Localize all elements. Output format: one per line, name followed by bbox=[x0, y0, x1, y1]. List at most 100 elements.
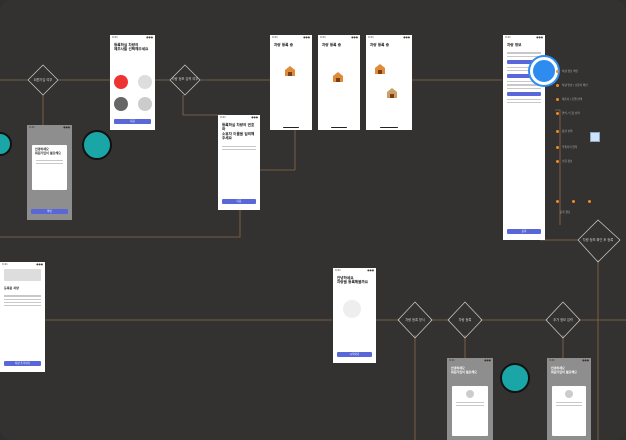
decision-d5 bbox=[545, 301, 581, 339]
screen-car-list: 9:41●●● 등록된 차량 차량 추가하기 bbox=[0, 262, 45, 372]
section-chip bbox=[507, 59, 541, 64]
section-chip bbox=[507, 91, 541, 96]
title-line: 등록하실 차량의 bbox=[114, 43, 139, 47]
house-icon bbox=[387, 88, 397, 98]
status-bar: 9:41●●● bbox=[220, 116, 258, 119]
status-bar: 9:41●●● bbox=[368, 36, 410, 39]
screen-scan-3: 9:41●●● 차량 등록 중 bbox=[366, 35, 412, 130]
status-bar: 9:41●●● bbox=[320, 36, 358, 39]
decision-label: 차량 등록 방식 bbox=[405, 317, 425, 322]
status-bar: 9:41●●● bbox=[29, 126, 70, 129]
illustration bbox=[343, 300, 361, 318]
register-button[interactable]: 등록 bbox=[507, 229, 541, 234]
input-field[interactable] bbox=[222, 145, 256, 147]
decision-label: 추가 정보 입력 bbox=[553, 317, 573, 322]
status-bar: 9:41●●● bbox=[505, 36, 543, 39]
detail-row bbox=[507, 81, 541, 83]
next-button[interactable]: 다음 bbox=[222, 199, 256, 204]
title-line: 회원가입이 필요해요 bbox=[551, 370, 577, 375]
note-dot bbox=[556, 160, 559, 163]
note-text: 옵션 선택 bbox=[562, 130, 573, 133]
note-dot bbox=[556, 200, 559, 203]
title-line: 안녕하세요 bbox=[551, 366, 565, 370]
screen-title: 차량 등록 중 bbox=[274, 43, 294, 47]
title-line: 회원가입이 필요해요 bbox=[35, 151, 61, 156]
detail-row bbox=[507, 87, 541, 89]
status-bar: 9:41●●● bbox=[549, 359, 589, 362]
modal-text bbox=[556, 402, 582, 404]
list-item[interactable] bbox=[4, 301, 41, 303]
add-car-button[interactable]: 차량 추가하기 bbox=[4, 361, 41, 366]
note-text: 차량 번호 / 소유자 확인 bbox=[562, 84, 588, 87]
decision-label: 회원가입 여부 bbox=[34, 77, 53, 82]
decision-label: 차량 정보 입력 여부 bbox=[172, 76, 199, 81]
modal-card bbox=[552, 386, 586, 436]
status-bar: 9:41●●● bbox=[112, 36, 153, 39]
title-line: 소유자 이름을 입력해주세요 bbox=[222, 131, 255, 141]
note-dot bbox=[556, 84, 559, 87]
decision-d1 bbox=[27, 64, 59, 96]
note-text: 보험 정보 bbox=[562, 160, 573, 163]
note-dot bbox=[556, 146, 559, 149]
list-item[interactable] bbox=[4, 304, 41, 307]
title-line: 제조사를 선택해주세요 bbox=[114, 47, 149, 52]
next-button[interactable]: 다음 bbox=[114, 119, 151, 124]
status-bar: 9:41●●● bbox=[2, 263, 43, 266]
detail-row bbox=[507, 52, 541, 54]
brand-logo[interactable] bbox=[138, 97, 152, 111]
screen-title: 차량 정보 bbox=[507, 43, 522, 47]
note-dot bbox=[556, 130, 559, 133]
section-chip bbox=[507, 74, 541, 79]
note-text: 등록 완료 bbox=[560, 211, 571, 214]
decision-d2 bbox=[169, 64, 201, 96]
decision-d4 bbox=[447, 301, 483, 339]
status-bar: 9:41●●● bbox=[272, 36, 310, 39]
brand-logo[interactable] bbox=[114, 97, 128, 111]
input-field[interactable] bbox=[222, 148, 256, 150]
modal-text bbox=[36, 163, 63, 165]
detail-row bbox=[507, 66, 541, 68]
detail-row bbox=[507, 69, 541, 72]
title-line: 안녕하세요 bbox=[35, 147, 49, 151]
start-button[interactable]: 시작하기 bbox=[337, 352, 372, 357]
decision-label: 차량 등록 bbox=[459, 317, 472, 322]
brand-logo[interactable] bbox=[138, 75, 152, 89]
note-dot bbox=[588, 200, 591, 203]
title-line: 차량을 등록해볼까요 bbox=[337, 280, 369, 285]
screen-title: 차량 등록 중 bbox=[370, 43, 390, 47]
title-line: 안녕하세요 bbox=[451, 366, 465, 370]
list-item[interactable] bbox=[4, 298, 41, 300]
list-item[interactable] bbox=[4, 295, 41, 297]
status-bar: 9:41●●● bbox=[449, 359, 491, 362]
status-bar: 9:41●●● bbox=[335, 269, 374, 272]
avatar bbox=[466, 390, 474, 398]
screen-detail: 9:41●●● 차량 정보 등록 bbox=[503, 35, 545, 240]
note-text: 제조사 / 모델 선택 bbox=[562, 98, 583, 101]
home-indicator bbox=[330, 127, 348, 128]
home-indicator bbox=[282, 127, 300, 128]
house-icon bbox=[285, 66, 295, 76]
screen-scan-1: 9:41●●● 차량 등록 중 bbox=[270, 35, 312, 130]
modal-card bbox=[452, 386, 488, 436]
detail-row bbox=[507, 55, 541, 57]
marker-circle bbox=[82, 130, 112, 160]
title-line: 안녕하세요 bbox=[337, 276, 354, 280]
house-icon bbox=[375, 64, 385, 74]
confirm-button[interactable]: 확인 bbox=[31, 209, 68, 214]
brand-logo[interactable] bbox=[114, 75, 128, 89]
note-dot bbox=[556, 70, 559, 73]
title-line: 등록하실 차량의 번호와 bbox=[222, 123, 255, 132]
